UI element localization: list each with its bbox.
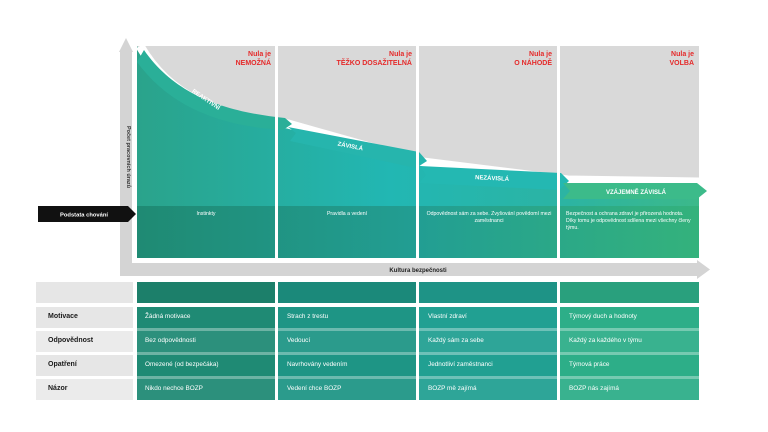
row-label-opatreni: Opatření bbox=[48, 361, 77, 368]
x-axis-label: Kultura bezpečnosti bbox=[389, 268, 447, 274]
column-title-1: Nula je TĚŽKO DOSAŽITELNÁ bbox=[290, 51, 412, 68]
table-cell: Týmový duch a hodnoty bbox=[569, 313, 637, 320]
behavior-text-3: Bezpečnost a ochrana zdraví je přirozená… bbox=[566, 211, 691, 231]
y-axis-label: Počet pracovních úrazů bbox=[125, 126, 132, 188]
column-title-big: VOLBA bbox=[669, 59, 695, 67]
table-cell: Navrhovány vedením bbox=[287, 361, 348, 368]
column-title-small: Nula je bbox=[671, 51, 694, 58]
stage-label-1: ZÁVISLÁ bbox=[337, 141, 364, 153]
arrow-vzajemne-zavisla bbox=[563, 183, 707, 199]
x-axis-bar bbox=[120, 263, 698, 276]
column-title-small: Nula je bbox=[529, 51, 552, 58]
table-cell: Vedení chce BOZP bbox=[287, 385, 342, 392]
table-cell: Strach z trestu bbox=[287, 313, 329, 320]
behavior-text-1: Pravidla a vedení bbox=[326, 211, 368, 217]
row-label-nazor: Názor bbox=[48, 385, 68, 392]
arrow-zavisla bbox=[288, 127, 427, 168]
column-title-2: Nula je O NÁHODĚ bbox=[430, 51, 552, 68]
column-title-big: O NÁHODĚ bbox=[514, 59, 552, 67]
behavior-text-0: Instinkty bbox=[196, 211, 216, 217]
table-cell: Nikdo nechce BOZP bbox=[145, 385, 203, 392]
x-axis-arrowhead bbox=[697, 260, 710, 279]
column-title-3: Nula je VOLBA bbox=[570, 51, 695, 68]
row-label-motivace: Motivace bbox=[48, 313, 78, 320]
column-title-big: TĚŽKO DOSAŽITELNÁ bbox=[336, 59, 412, 67]
table-cell: Bez odpovědnosti bbox=[145, 337, 196, 344]
table-cell: BOZP nás zajímá bbox=[569, 385, 619, 392]
column-title-0: Nula je NEMOŽNÁ bbox=[160, 51, 271, 68]
stage-label-2: NEZÁVISLÁ bbox=[475, 174, 510, 183]
row-label-odpovednost: Odpovědnost bbox=[48, 337, 94, 344]
behavior-label-arrow bbox=[38, 206, 136, 222]
table-cell: Omezené (od bezpečáka) bbox=[145, 361, 219, 368]
behavior-text-2: Odpovědnost sám za sebe. Zvyšování pověd… bbox=[426, 211, 552, 224]
table-cell: Týmová práce bbox=[569, 361, 610, 368]
table-cells bbox=[137, 282, 699, 400]
table-cell: Vlastní zdraví bbox=[428, 313, 467, 320]
behavior-label: Podstata chování bbox=[60, 213, 108, 219]
table-cell: BOZP mě zajímá bbox=[428, 385, 477, 392]
column-title-small: Nula je bbox=[389, 51, 412, 58]
stage-label-3: VZÁJEMNĚ ZÁVISLÁ bbox=[606, 188, 667, 196]
table-cell: Žádná motivace bbox=[145, 313, 191, 320]
table-cell: Každý za každého v týmu bbox=[569, 337, 642, 344]
table-cell: Každý sám za sebe bbox=[428, 337, 484, 344]
y-axis-arrowhead bbox=[119, 38, 133, 52]
arrow-nezavisla bbox=[419, 166, 569, 190]
table-cell: Vedoucí bbox=[287, 337, 311, 344]
table-cell: Jednotliví zaměstnanci bbox=[428, 361, 493, 368]
column-title-big: NEMOŽNÁ bbox=[235, 59, 271, 67]
column-title-small: Nula je bbox=[248, 51, 271, 58]
